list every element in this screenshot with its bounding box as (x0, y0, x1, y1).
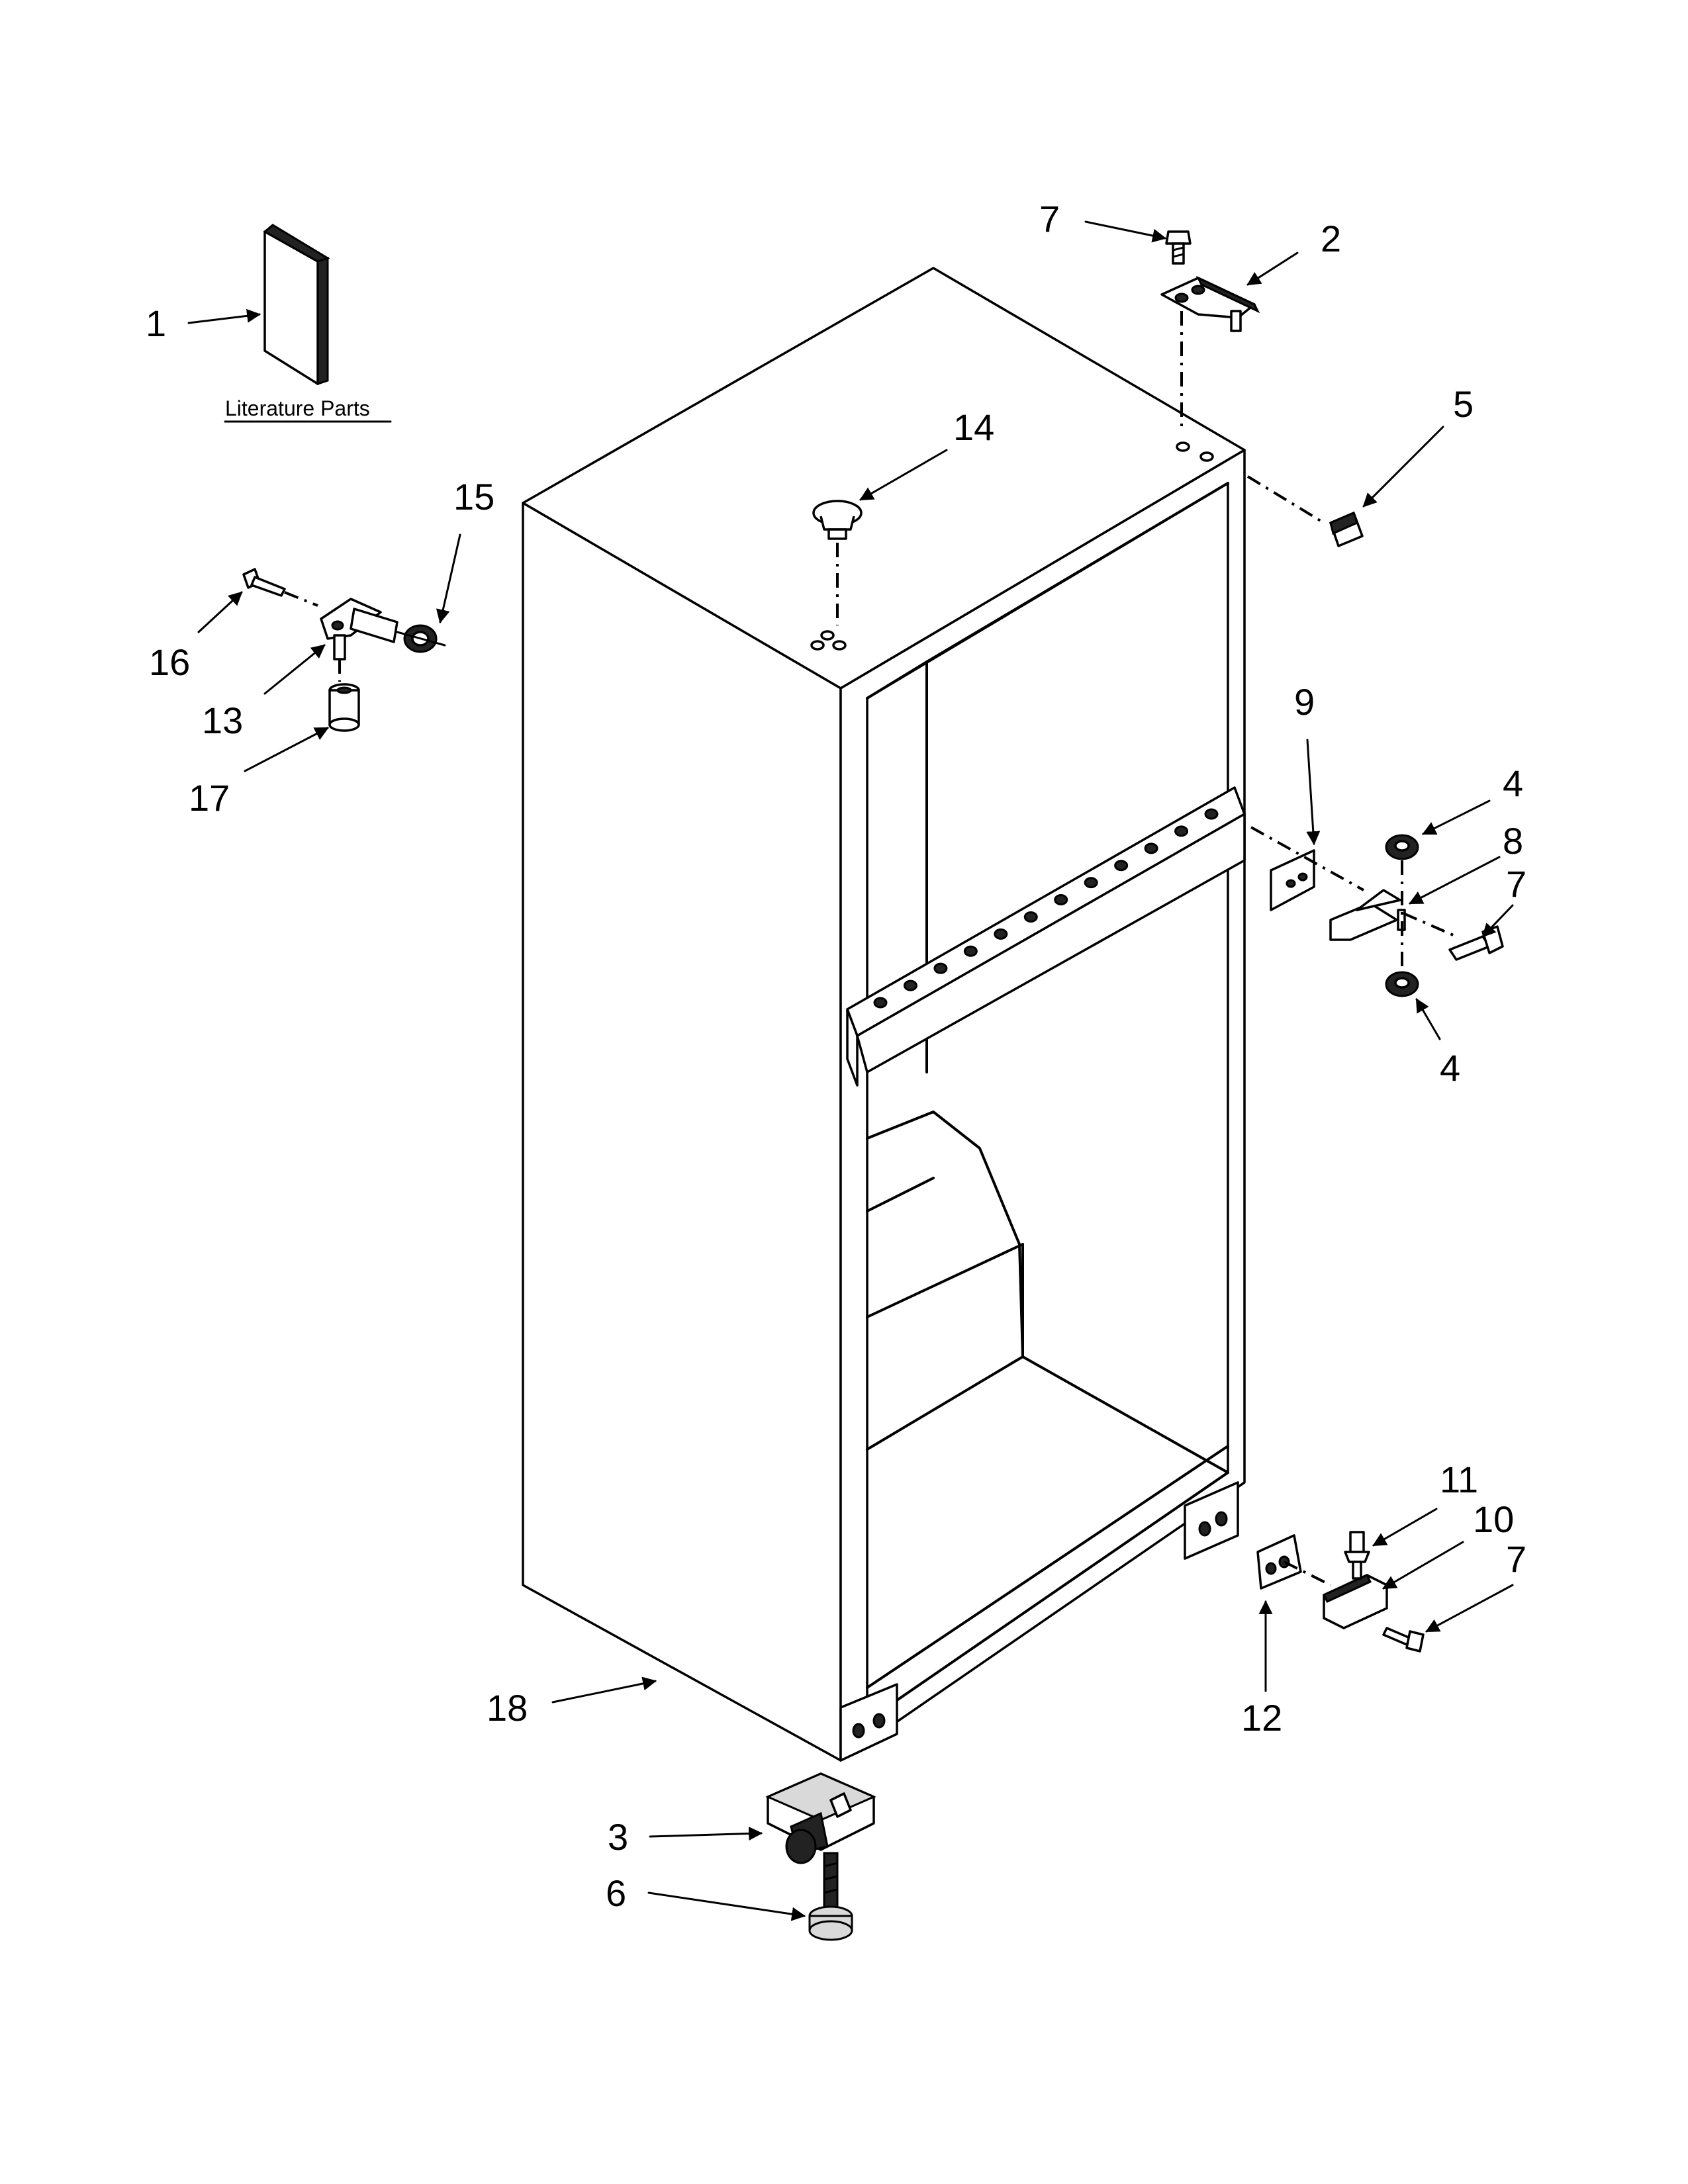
lower-washer (1385, 971, 1419, 997)
rail-hole (1144, 842, 1158, 854)
callout-2: 2 (1321, 218, 1341, 259)
bottom-hinge-pin (1344, 1531, 1370, 1580)
rail-hole (1023, 911, 1038, 923)
hinge-axis-line (396, 631, 446, 647)
callout-4-lower: 4 (1440, 1047, 1460, 1089)
callout-labels: 1 2 3 4 4 5 6 7 7 7 8 9 10 11 12 13 14 1… (146, 198, 1526, 1914)
rail-hole (1084, 877, 1098, 889)
callout-4-upper: 4 (1503, 762, 1523, 804)
callout-9: 9 (1294, 681, 1315, 723)
top-hole-plug (812, 500, 863, 540)
rail-hole (933, 962, 948, 974)
callout-11: 11 (1440, 1459, 1478, 1500)
hinge-pin-bracket (320, 598, 399, 660)
rail-hole (1114, 860, 1129, 872)
center-hinge-screw (1448, 925, 1504, 961)
callout-17: 17 (189, 777, 230, 819)
callout-15: 15 (453, 476, 494, 518)
callout-8: 8 (1503, 820, 1523, 862)
leveling-leg (808, 1852, 853, 1941)
callout-5: 5 (1453, 383, 1474, 425)
center-hinge (1329, 889, 1406, 941)
rail-hole (1054, 894, 1068, 906)
hinge-bracket-screw (242, 568, 286, 597)
callout-13: 13 (202, 700, 243, 741)
bottom-hinge-screw (1382, 1627, 1425, 1653)
callout-14: 14 (953, 406, 994, 448)
cover-centerline (1246, 475, 1325, 524)
rail-hole (994, 928, 1008, 940)
callout-6: 6 (606, 1872, 626, 1914)
literature-parts-label: Literature Parts (225, 396, 370, 420)
rail-hole (1174, 825, 1189, 837)
leader-lines (187, 220, 1514, 1921)
rail-hole (873, 997, 888, 1009)
literature-parts-booklet (263, 224, 330, 386)
bottom-hinge (1322, 1574, 1388, 1629)
top-hinge-screw (1165, 230, 1192, 265)
cabinet-opening (866, 482, 1229, 1722)
upper-washer (1385, 834, 1419, 860)
rail-hole (903, 979, 917, 991)
callout-10: 10 (1473, 1498, 1514, 1540)
callout-16: 16 (149, 641, 190, 683)
callout-18: 18 (487, 1687, 528, 1729)
callout-3: 3 (608, 1816, 628, 1858)
callout-1: 1 (146, 302, 166, 344)
callout-12: 12 (1241, 1697, 1282, 1739)
callout-7-top: 7 (1039, 198, 1060, 240)
bottom-hinge-shim (1256, 1534, 1302, 1590)
center-mullion-rail (846, 786, 1246, 1087)
roller-assembly (765, 1772, 876, 1864)
left-bottom-bracket (839, 1683, 898, 1762)
rail-hole (963, 945, 978, 957)
mullion-bracket (1270, 849, 1315, 911)
cabinet-side-face (522, 502, 842, 1762)
callout-7-center: 7 (1506, 863, 1526, 905)
rail-hole (1204, 808, 1219, 820)
callout-7-bottom: 7 (1506, 1538, 1526, 1580)
top-hinge (1160, 275, 1260, 332)
hinge-spacer (328, 683, 360, 732)
hinge-cover (1329, 511, 1364, 547)
cabinet-body (522, 267, 1246, 1762)
right-bottom-bracket (1184, 1481, 1239, 1560)
